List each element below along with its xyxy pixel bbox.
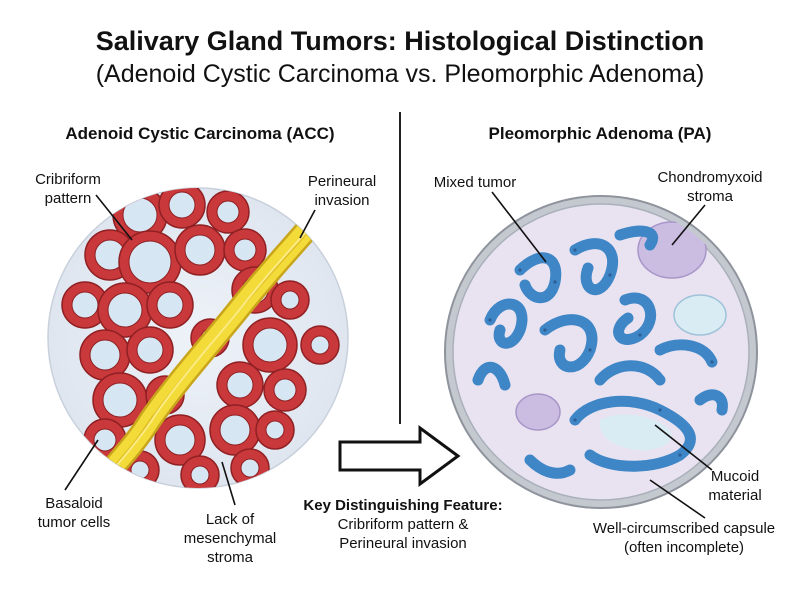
key-feature-title: Key Distinguishing Feature: xyxy=(303,497,503,514)
acc-cribriform-nests xyxy=(61,188,340,488)
label-chondromyxoid: Chondromyxoid stroma xyxy=(657,169,763,205)
label-perineural: Perineural invasion xyxy=(307,173,377,209)
arrow-right-icon xyxy=(338,425,461,487)
pa-tissue xyxy=(444,195,758,509)
leader-perineural xyxy=(299,209,316,239)
label-cribriform: Cribriform pattern xyxy=(35,171,101,207)
leader-stroma xyxy=(221,461,236,506)
page-title: Salivary Gland Tumors: Histological Dist… xyxy=(95,26,705,56)
panel-divider xyxy=(399,112,401,424)
key-feature-text: Cribriform pattern & Perineural invasion xyxy=(337,516,469,552)
acc-tissue xyxy=(47,187,349,489)
pa-heading: Pleomorphic Adenoma (PA) xyxy=(488,124,712,143)
label-stroma: Lack of mesenchymal stroma xyxy=(183,511,277,566)
label-basaloid: Basaloid tumor cells xyxy=(37,495,111,531)
leader-mixed xyxy=(491,191,547,263)
perineural-nerve xyxy=(73,200,334,488)
pa-components xyxy=(472,221,728,479)
leader-chondromyxoid xyxy=(671,204,706,246)
page-subtitle: (Adenoid Cystic Carcinoma vs. Pleomorphi… xyxy=(95,60,705,88)
label-mucoid: Mucoid material xyxy=(708,468,762,504)
leader-capsule xyxy=(649,479,706,519)
leader-mucoid xyxy=(654,424,713,471)
acc-heading: Adenoid Cystic Carcinoma (ACC) xyxy=(65,124,335,143)
leader-lines xyxy=(64,191,713,519)
leader-basaloid xyxy=(64,439,99,491)
label-capsule: Well-circumscribed capsule (often incomp… xyxy=(592,520,776,556)
leader-cribriform xyxy=(95,194,133,241)
label-mixed: Mixed tumor xyxy=(433,174,517,191)
